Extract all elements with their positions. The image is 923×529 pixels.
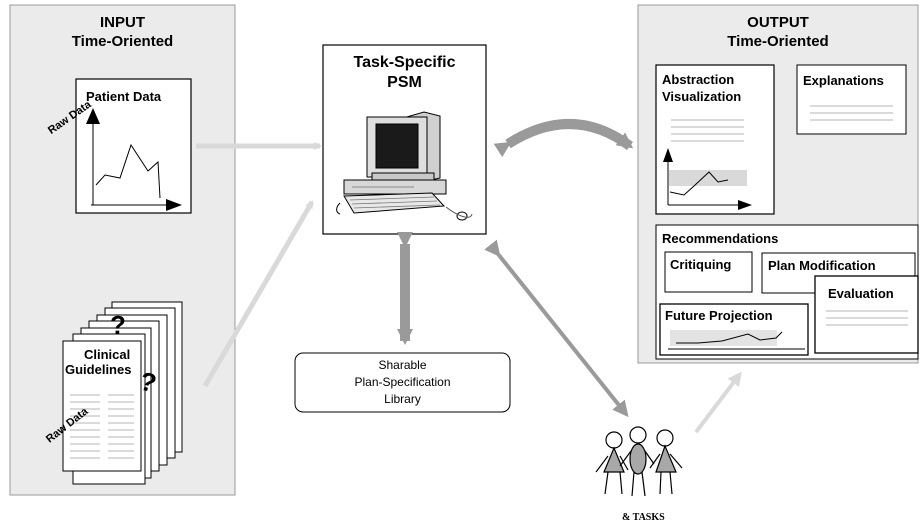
abstraction-axis-up-icon (663, 148, 673, 162)
psm-output-curved-arrow (493, 119, 634, 158)
library-line3: Library (384, 392, 421, 406)
plan-modification-label: Plan Modification (768, 258, 876, 273)
question-mark-top: ? (110, 310, 126, 340)
evaluation-box (814, 275, 919, 354)
clinical-guidelines-line2: Guidelines (65, 362, 132, 377)
person-left-icon (595, 431, 629, 495)
psm-users-double-arrow (484, 239, 629, 418)
patient-data-title: Patient Data (86, 89, 162, 104)
clinical-guidelines-line1: Clinical (84, 347, 131, 362)
future-projection-box (659, 303, 809, 356)
abstraction-axis-right-icon (738, 200, 752, 210)
evaluation-label: Evaluation (828, 286, 894, 301)
abstraction-visualization-document (655, 64, 775, 215)
psm-title-line2: PSM (387, 74, 422, 91)
output-title: OUTPUT (747, 14, 809, 31)
recommendations-group (655, 224, 919, 360)
users-caption: & TASKS (622, 512, 665, 523)
axis-right-arrow-icon (166, 199, 182, 211)
input-subtitle: Time-Oriented (71, 33, 174, 50)
guidelines-to-psm-arrow (202, 200, 315, 388)
explanations-label: Explanations (803, 73, 884, 88)
explanations-document (796, 64, 907, 135)
patient-data-document (75, 78, 192, 214)
input-title: INPUT (100, 14, 145, 31)
critiquing-box (664, 251, 753, 293)
abstraction-label-line1: Abstraction (662, 72, 735, 87)
critiquing-label: Critiquing (670, 257, 732, 272)
users-to-output-arrow (694, 371, 742, 434)
psm-title-line1: Task-Specific (353, 54, 456, 71)
patient-data-line (95, 143, 161, 199)
axis-up-arrow-icon (86, 108, 100, 124)
computer-icon (336, 111, 473, 221)
person-middle-icon (619, 426, 655, 497)
library-line1: Sharable (378, 358, 427, 372)
library-line2: Plan-Specification (354, 375, 451, 389)
users-group-icon (595, 426, 683, 497)
recommendations-label: Recommendations (662, 231, 779, 246)
person-right-icon (649, 429, 683, 495)
output-subtitle: Time-Oriented (727, 33, 829, 50)
guidelines-text-lines (70, 394, 134, 459)
future-projection-label: Future Projection (665, 308, 773, 323)
abstraction-label-line2: Visualization (662, 89, 742, 104)
